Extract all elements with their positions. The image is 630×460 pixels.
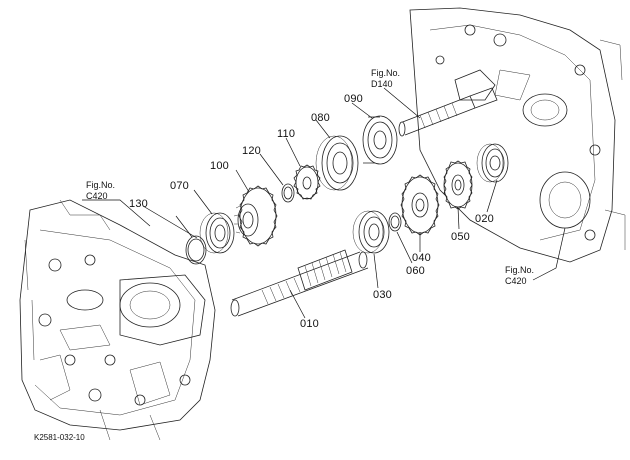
part-label-100: 100	[210, 160, 229, 172]
bearing-020	[476, 143, 509, 183]
part-label-080: 080	[311, 112, 330, 124]
right-transmission-case	[409, 7, 626, 263]
part-label-060: 060	[406, 265, 425, 277]
fig-ref-top-line1: Fig.No.	[371, 68, 401, 78]
part-label-070: 070	[170, 180, 189, 192]
fig-ref-left: Fig.No. C420	[86, 180, 115, 202]
drawing-code: K2581-032-10	[34, 433, 85, 442]
bearing-090	[362, 115, 398, 165]
fig-ref-top: Fig.No. D140	[371, 68, 400, 90]
bearing-080	[315, 135, 359, 191]
fig-ref-top-line2: D140	[371, 79, 393, 89]
fig-ref-left-line1: Fig.No.	[86, 180, 116, 190]
part-label-110: 110	[277, 128, 296, 140]
part-label-040: 040	[412, 252, 431, 264]
upper-shaft-d140	[398, 87, 498, 137]
part-label-120: 120	[242, 145, 261, 157]
circlip-120	[281, 183, 295, 203]
leader-lines	[82, 87, 566, 319]
bearing-030	[352, 210, 390, 254]
bearing-070	[199, 212, 235, 254]
part-label-130: 130	[129, 198, 148, 210]
gear-100	[233, 185, 278, 247]
gear-040	[400, 174, 440, 236]
part-label-010: 010	[300, 318, 319, 330]
circlip-060	[388, 212, 402, 232]
shim-130	[185, 235, 207, 265]
fig-ref-right: Fig.No. C420	[505, 265, 534, 287]
part-label-030: 030	[373, 289, 392, 301]
part-label-020: 020	[475, 213, 494, 225]
left-transmission-case	[19, 199, 216, 441]
fig-ref-right-line2: C420	[505, 276, 527, 286]
fig-ref-left-line2: C420	[86, 191, 108, 201]
fig-ref-right-line1: Fig.No.	[505, 265, 535, 275]
part-label-090: 090	[344, 93, 363, 105]
main-shaft-010	[230, 249, 369, 317]
part-label-050: 050	[451, 231, 470, 243]
gear-050	[443, 160, 473, 210]
gear-110	[293, 164, 321, 200]
